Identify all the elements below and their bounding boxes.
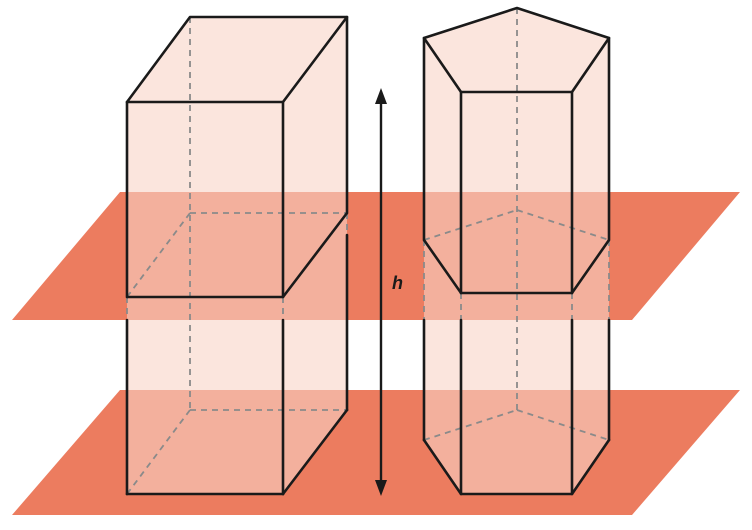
upper-plane xyxy=(12,192,740,320)
pentagonal-prism xyxy=(422,6,611,496)
rectangular-prism xyxy=(125,15,349,496)
rect-prism-bottom-right-edge xyxy=(281,408,349,496)
pent-prism-section-front xyxy=(422,239,611,295)
rect-prism-top-face xyxy=(127,17,347,102)
rect-prism-section-right xyxy=(281,212,349,298)
pent-prism-bottom-front-outline xyxy=(422,438,611,496)
pent-prism-top-outline xyxy=(422,6,611,94)
height-arrow-bottom-head xyxy=(375,480,387,496)
lower-plane xyxy=(12,390,740,515)
pent-prism-hidden-section-back-right xyxy=(516,209,610,241)
height-label: h xyxy=(392,273,403,293)
pent-prism-hidden-bottom-back-left xyxy=(423,409,518,441)
pent-prism-hidden-section-back-left xyxy=(423,209,518,241)
height-arrow-top-head xyxy=(375,88,387,104)
height-arrow xyxy=(375,88,387,496)
pent-prism-hidden-bottom-back-right xyxy=(516,409,610,441)
pent-prism-top-face xyxy=(424,8,609,92)
